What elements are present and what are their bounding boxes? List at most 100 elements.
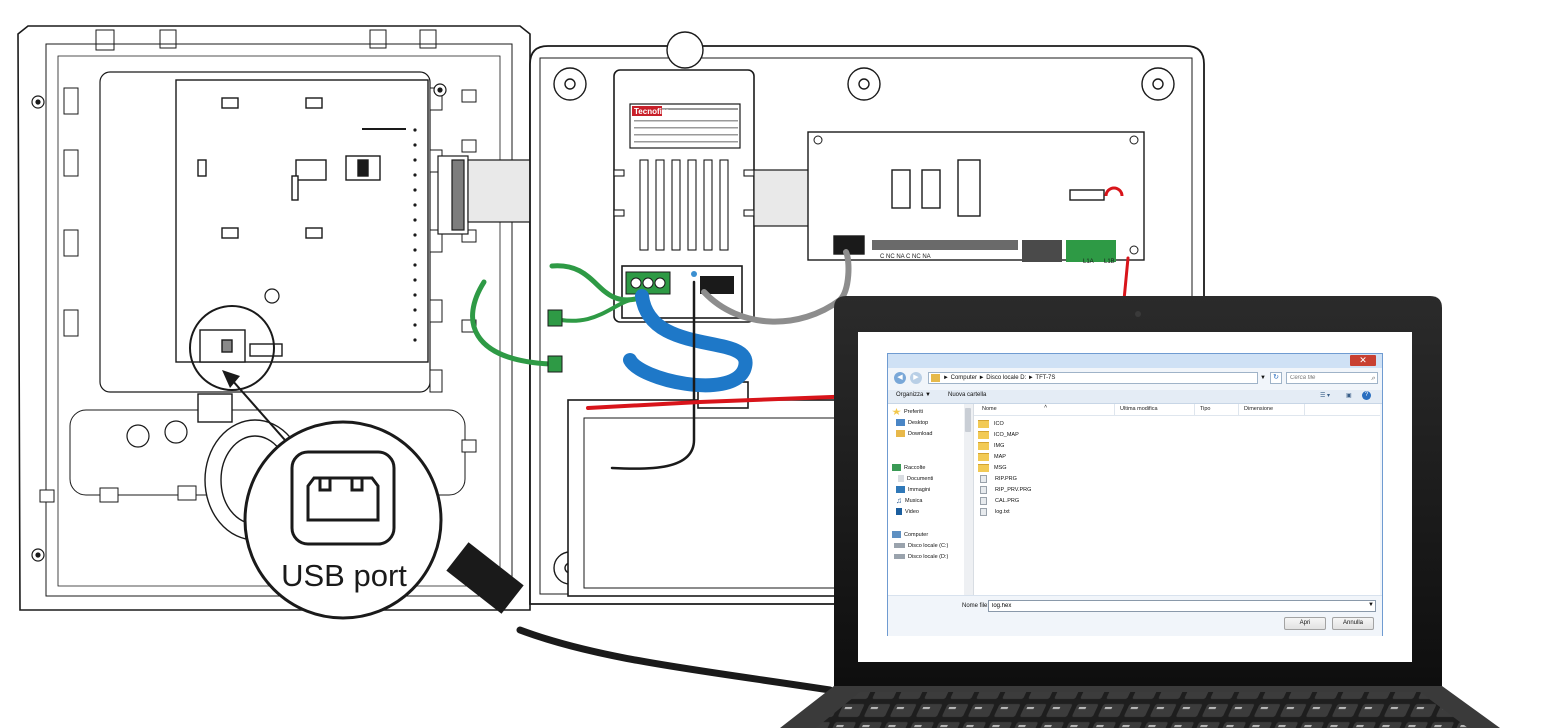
nav-disk-c[interactable]: Disco locale (C:) bbox=[894, 542, 948, 551]
nav-music[interactable]: ♫Musica bbox=[896, 497, 922, 506]
library-icon bbox=[892, 464, 901, 472]
module-label bbox=[632, 106, 738, 143]
cancel-button[interactable]: Annulla bbox=[1332, 617, 1374, 630]
nav-favorites-label: Preferiti bbox=[904, 409, 923, 415]
file-list-header: Nome ˄ Ultima modifica Tipo Dimensione bbox=[974, 404, 1380, 416]
help-icon[interactable]: ? bbox=[1362, 391, 1371, 400]
folder-icon bbox=[978, 419, 989, 428]
navigation-scrollbar[interactable] bbox=[964, 404, 974, 595]
nav-desktop-label: Desktop bbox=[908, 420, 929, 426]
folder-icon bbox=[978, 452, 989, 461]
nav-disk-c-label: Disco locale (C:) bbox=[908, 543, 949, 549]
column-name[interactable]: Nome bbox=[982, 406, 997, 412]
folder-name: MSG bbox=[994, 465, 1007, 471]
folder-name: IMG bbox=[994, 443, 1005, 449]
back-button[interactable]: ◀ bbox=[894, 372, 906, 384]
document-icon bbox=[898, 475, 904, 483]
list-item-file[interactable]: RIP.PRG bbox=[978, 474, 1017, 484]
forward-button[interactable]: ▶ bbox=[910, 372, 922, 384]
inner-board-dots bbox=[362, 128, 417, 342]
refresh-button[interactable]: ↻ bbox=[1270, 372, 1282, 384]
nav-download-label: Download bbox=[908, 431, 933, 437]
address-bar[interactable]: ► Computer ► Disco locale D: ► TFT-7S bbox=[928, 372, 1258, 384]
file-open-dialog: ✕ ◀ ▶ ► Computer ► Disco locale D: ► TFT… bbox=[887, 353, 1383, 636]
search-input[interactable] bbox=[1290, 374, 1360, 382]
folder-name: MAP bbox=[994, 454, 1006, 460]
open-button[interactable]: Apri bbox=[1284, 617, 1326, 630]
desktop-icon bbox=[896, 419, 905, 427]
nav-disk-d[interactable]: Disco locale (D:) bbox=[894, 553, 948, 562]
star-icon bbox=[892, 408, 901, 416]
line-label-l1a: L1A bbox=[1083, 259, 1094, 265]
nav-documents-label: Documenti bbox=[907, 476, 934, 482]
preview-pane-icon[interactable]: ▣ bbox=[1346, 393, 1352, 399]
folder-icon bbox=[978, 430, 989, 439]
nav-desktop[interactable]: Desktop bbox=[896, 419, 928, 428]
list-item-file[interactable]: log.txt bbox=[978, 507, 1010, 517]
battery bbox=[567, 381, 859, 597]
nav-music-label: Musica bbox=[905, 498, 923, 504]
chevron-down-icon[interactable]: ▼ bbox=[1368, 602, 1374, 608]
dialog-toolbar: Organizza ▼ Nuova cartella ☰ ▾ ▣ ? bbox=[888, 390, 1382, 404]
right-board bbox=[807, 131, 1145, 261]
folder-icon bbox=[978, 441, 989, 450]
wires bbox=[470, 249, 1130, 470]
folder-icon bbox=[978, 463, 989, 472]
image-icon bbox=[896, 486, 905, 494]
nav-disk-d-label: Disco locale (D:) bbox=[908, 554, 949, 560]
nav-video[interactable]: Video bbox=[896, 508, 919, 517]
file-name: CAL.PRG bbox=[995, 498, 1020, 504]
list-item-folder[interactable]: ICO bbox=[978, 419, 1004, 429]
column-divider bbox=[1238, 404, 1239, 415]
address-bar-row: ◀ ▶ ► Computer ► Disco locale D: ► TFT-7… bbox=[892, 371, 1378, 386]
organize-menu[interactable]: Organizza ▼ bbox=[896, 392, 931, 398]
search-field[interactable]: ⌕ bbox=[1286, 372, 1378, 384]
drive-icon bbox=[894, 543, 905, 549]
file-name: log.txt bbox=[995, 509, 1010, 515]
fuse-clip bbox=[1104, 186, 1124, 197]
inner-board-components bbox=[197, 97, 381, 363]
relay-terminal-labels: C NC NA C NC NA bbox=[880, 254, 931, 260]
usb-cable bbox=[446, 542, 834, 694]
nav-documents[interactable]: Documenti bbox=[898, 475, 933, 484]
column-divider bbox=[1114, 404, 1115, 415]
navigation-pane: Preferiti Desktop Download Raccolte Docu… bbox=[888, 404, 965, 595]
dialog-titlebar: ✕ bbox=[888, 354, 1382, 368]
list-item-folder[interactable]: MAP bbox=[978, 452, 1006, 462]
brand-logo: Tecnofire bbox=[634, 107, 670, 116]
nav-favorites[interactable]: Preferiti bbox=[892, 408, 923, 417]
list-item-folder[interactable]: IMG bbox=[978, 441, 1004, 451]
column-size[interactable]: Dimensione bbox=[1244, 406, 1274, 412]
file-icon bbox=[980, 474, 987, 483]
sort-arrow-icon: ˄ bbox=[1044, 404, 1048, 410]
view-options-icon[interactable]: ☰ ▾ bbox=[1320, 393, 1331, 399]
dialog-footer: Nome file: ▼ Apri Annulla bbox=[888, 595, 1382, 636]
scrollbar-thumb[interactable] bbox=[965, 408, 971, 432]
chevron-down-icon[interactable]: ▼ bbox=[1260, 375, 1266, 381]
line-label-l1b: L1B bbox=[1104, 259, 1115, 265]
new-folder-button[interactable]: Nuova cartella bbox=[948, 392, 987, 398]
close-button[interactable]: ✕ bbox=[1350, 355, 1376, 366]
nav-images[interactable]: Immagini bbox=[896, 486, 930, 495]
search-icon: ⌕ bbox=[1371, 375, 1375, 382]
nav-video-label: Video bbox=[905, 509, 919, 515]
music-icon: ♫ bbox=[896, 496, 902, 506]
right-board-terminal-strip bbox=[813, 135, 1139, 262]
list-item-folder[interactable]: ICO_MAP bbox=[978, 430, 1019, 440]
folder-icon bbox=[931, 374, 940, 382]
nav-images-label: Immagini bbox=[908, 487, 931, 493]
nav-computer[interactable]: Computer bbox=[892, 531, 928, 540]
file-icon bbox=[980, 507, 987, 516]
folder-name: ICO_MAP bbox=[994, 432, 1019, 438]
filename-label: Nome file: bbox=[962, 603, 990, 609]
nav-libraries[interactable]: Raccolte bbox=[892, 464, 925, 473]
column-type[interactable]: Tipo bbox=[1200, 406, 1211, 412]
column-modified[interactable]: Ultima modifica bbox=[1120, 406, 1158, 412]
filename-input[interactable] bbox=[988, 600, 1376, 612]
list-item-file[interactable]: CAL.PRG bbox=[978, 496, 1019, 506]
list-item-file[interactable]: RIP_PRV.PRG bbox=[978, 485, 1031, 495]
left-panel-screws bbox=[31, 83, 447, 562]
list-item-folder[interactable]: MSG bbox=[978, 463, 1007, 473]
nav-download[interactable]: Download bbox=[896, 430, 932, 439]
